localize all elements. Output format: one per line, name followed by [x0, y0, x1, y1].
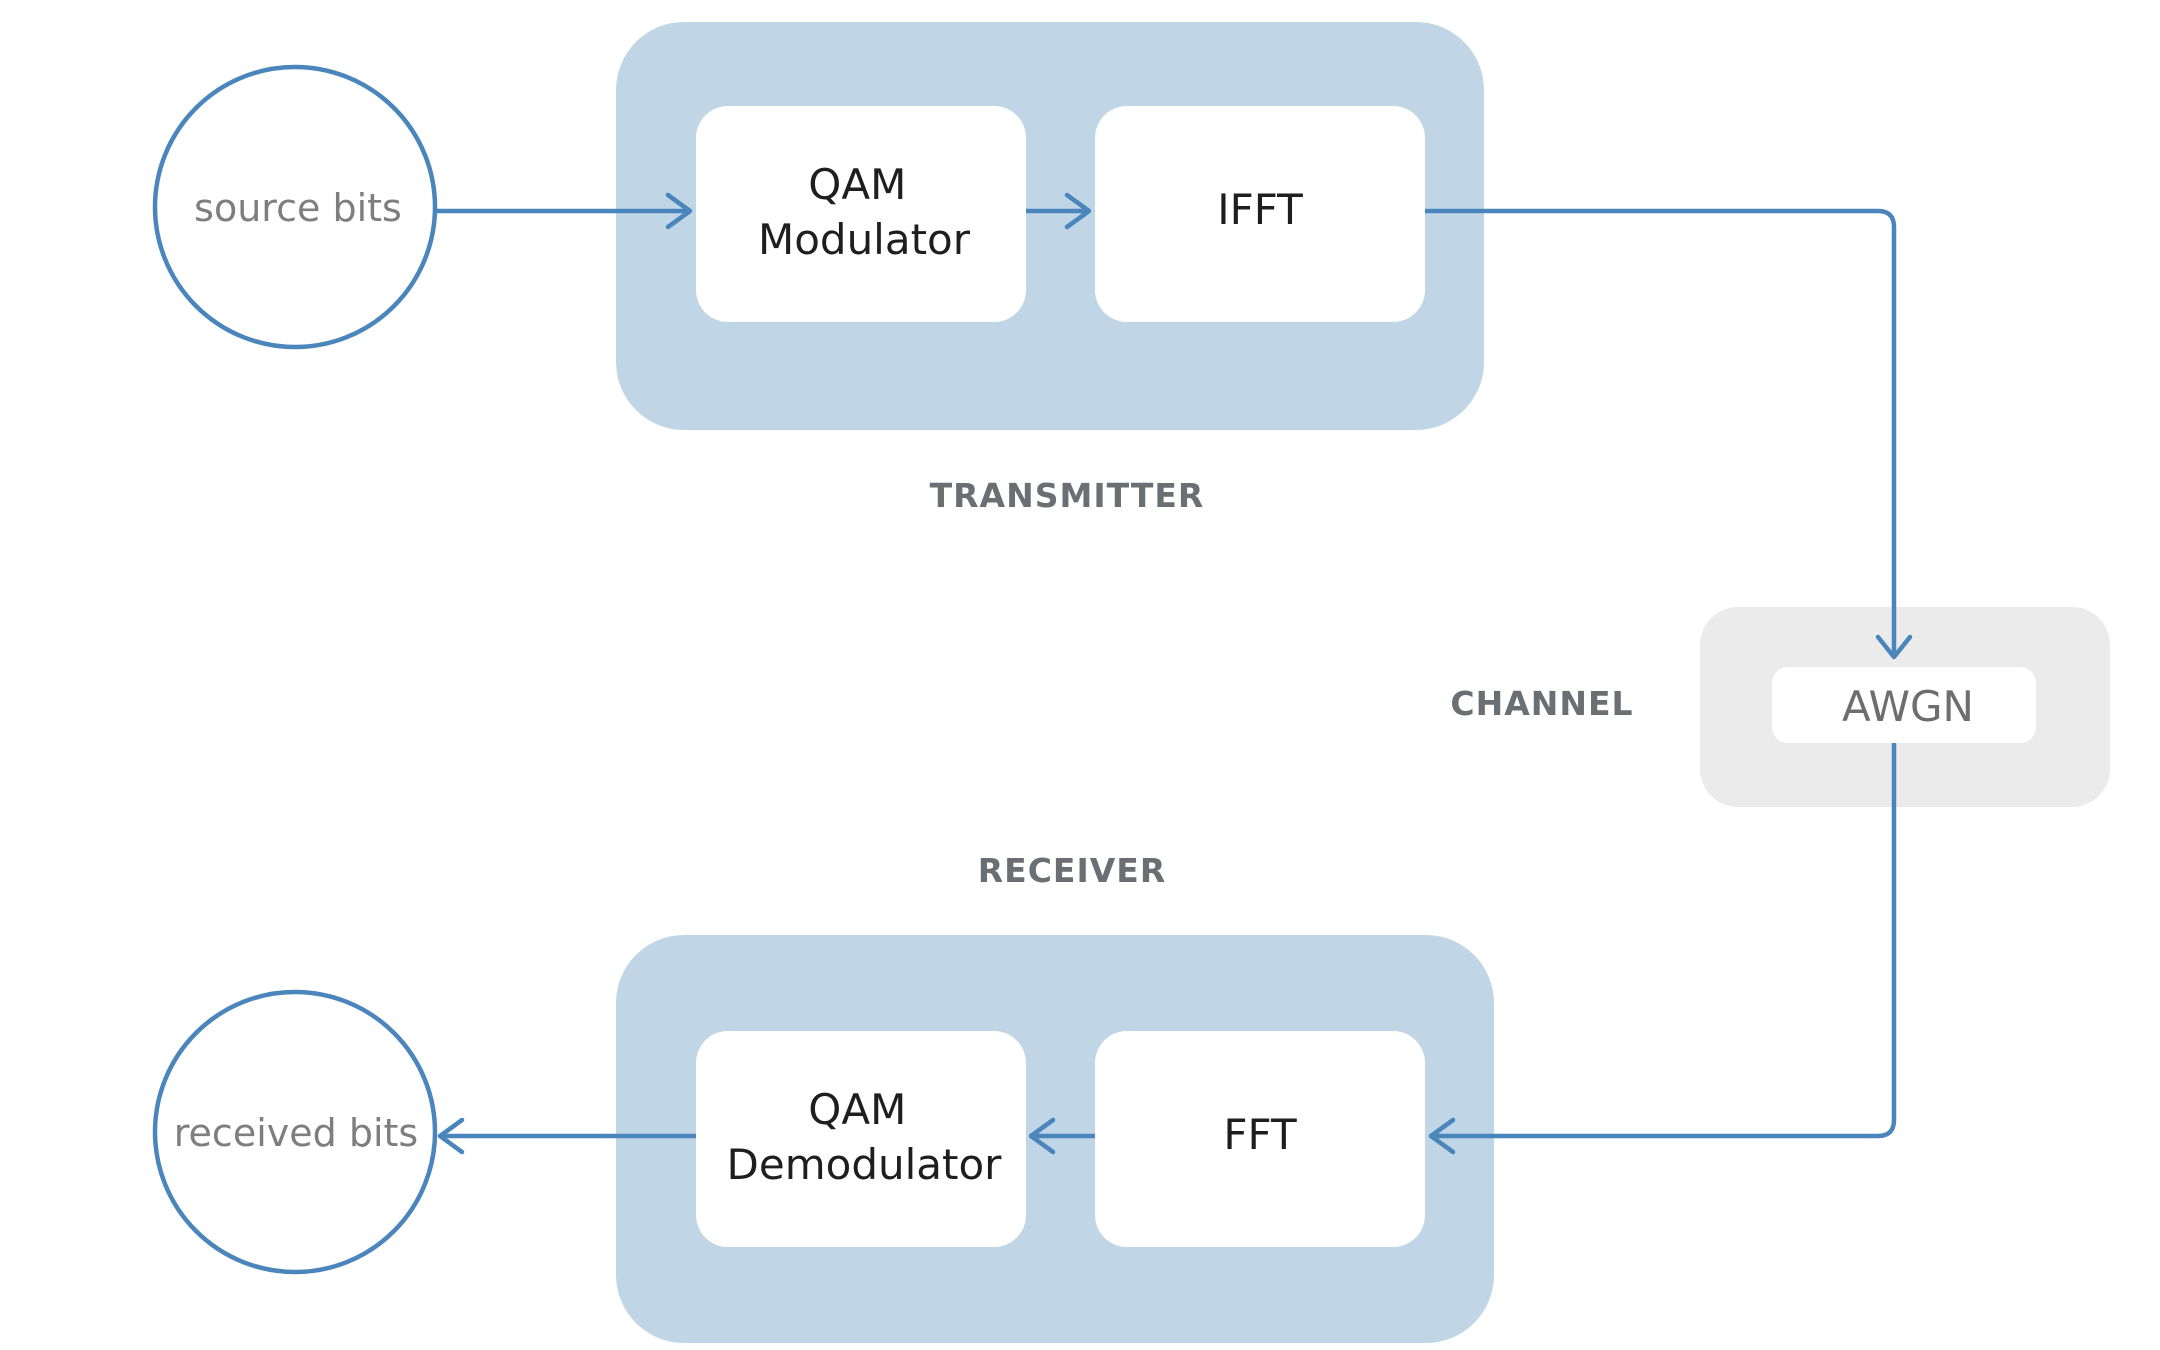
- arrowhead-qam-modulator: [665, 192, 693, 230]
- qam-demodulator-line-1: QAM: [808, 1085, 906, 1134]
- arrowhead-awgn: [1875, 634, 1913, 660]
- received-bits-label: received bits: [174, 1111, 418, 1155]
- qam-demodulator-label: QAM Demodulator: [727, 1085, 1003, 1189]
- qam-demodulator-line-2: Demodulator: [727, 1140, 1003, 1189]
- arrowhead-qam-demodulator: [1028, 1117, 1056, 1155]
- qam-modulator-block[interactable]: [696, 106, 1026, 322]
- transmitter-section-label: TRANSMITTER: [930, 476, 1205, 515]
- qam-modulator-line-2: Modulator: [758, 215, 971, 264]
- ifft-label: IFFT: [1217, 185, 1303, 234]
- source-bits-node[interactable]: [152, 64, 438, 350]
- ifft-block[interactable]: [1095, 106, 1425, 322]
- qam-demodulator-block[interactable]: [696, 1031, 1026, 1247]
- fft-block[interactable]: [1095, 1031, 1425, 1247]
- arrowhead-fft: [1428, 1117, 1456, 1155]
- arrowhead-received-bits: [437, 1117, 465, 1155]
- fft-label: FFT: [1223, 1110, 1297, 1159]
- qam-modulator-line-1: QAM: [808, 160, 906, 209]
- channel-section-label: CHANNEL: [1450, 684, 1633, 723]
- awgn-label: AWGN: [1842, 682, 1974, 731]
- arrowhead-ifft: [1064, 192, 1092, 230]
- qam-modulator-label: QAM Modulator: [758, 160, 971, 264]
- awgn-block[interactable]: [1772, 667, 2036, 743]
- connector-awgn-to-fft: [1431, 743, 1897, 1139]
- connector-ifft-to-awgn: [1425, 208, 1897, 657]
- receiver-section-label: RECEIVER: [978, 851, 1167, 890]
- source-bits-label: source bits: [194, 186, 402, 230]
- received-bits-node[interactable]: [152, 989, 438, 1275]
